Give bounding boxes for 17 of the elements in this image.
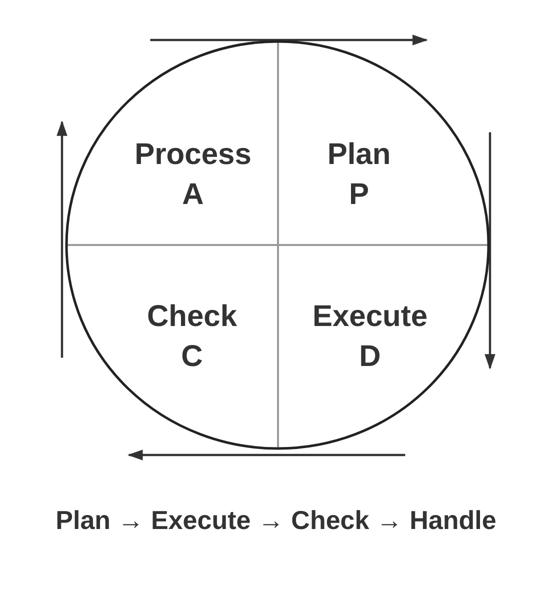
arrow <box>150 34 428 46</box>
quadrant-sector <box>65 40 278 245</box>
quadrant-title: Plan <box>327 137 391 173</box>
quadrant-sector <box>65 245 278 450</box>
quadrant-letter: A <box>182 177 204 213</box>
quadrant-letter: C <box>181 339 203 375</box>
quadrant-sector <box>278 40 490 245</box>
quadrant-title: Execute <box>312 299 428 335</box>
arrow <box>484 132 496 370</box>
quadrant-title: Check <box>146 299 238 335</box>
quadrant-letter: P <box>349 177 369 213</box>
arrow <box>127 450 406 460</box>
arrow <box>56 120 68 358</box>
quadrant-sector <box>278 245 490 450</box>
quadrant-title: Process <box>134 137 252 173</box>
quadrant-letter: D <box>359 339 381 375</box>
caption: Plan → Execute → Check → Handle <box>56 504 496 537</box>
